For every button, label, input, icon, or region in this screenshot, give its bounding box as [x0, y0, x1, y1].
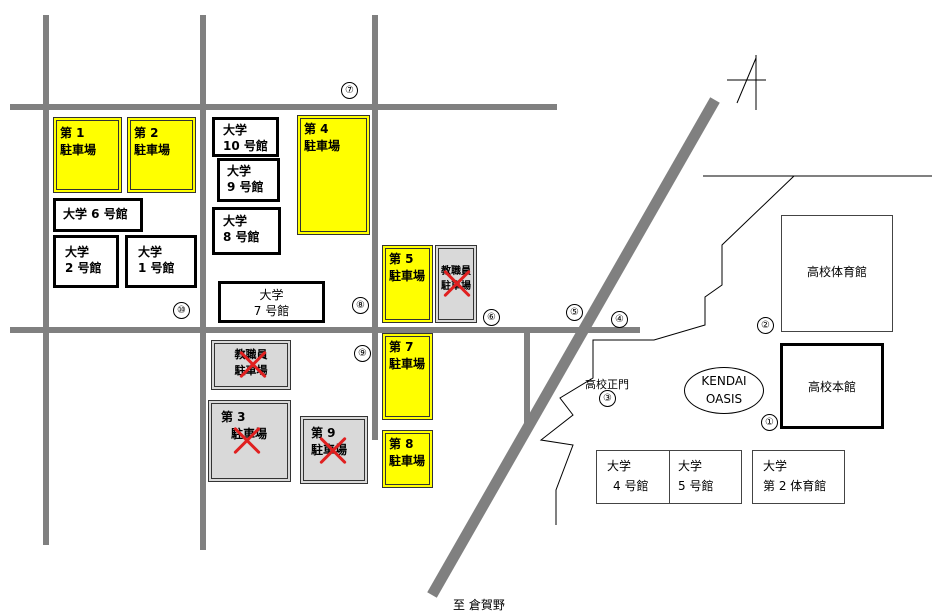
gym-2-line2: 第 2 体育館 — [763, 479, 827, 494]
parking-lot-2-label: 駐車場 — [134, 143, 171, 158]
parking-lot-5[interactable]: 第 5 駐車場 — [382, 245, 433, 323]
university-building-4[interactable]: 大学 4 号館 — [596, 450, 670, 504]
building-1-line1: 大学 — [138, 245, 163, 259]
high-school-main-label: 高校本館 — [807, 380, 856, 394]
parking-lot-7-label: 駐車場 — [389, 357, 426, 372]
staff-parking-west[interactable]: 教職員 駐車場 — [211, 340, 291, 390]
marker-10[interactable]: ⑩ — [173, 302, 190, 319]
marker-3[interactable]: ③ — [599, 390, 616, 407]
university-building-5[interactable]: 大学 5 号館 — [669, 450, 742, 504]
university-building-9[interactable]: 大学 9 号館 — [217, 158, 280, 202]
parking-lot-3-number: 第 3 — [221, 410, 246, 424]
parking-lot-7[interactable]: 第 7 駐車場 — [382, 333, 433, 420]
building-1-line2: 1 号館 — [138, 260, 175, 275]
marker-6[interactable]: ⑥ — [483, 309, 500, 326]
parking-lot-8-number: 第 8 — [389, 437, 414, 451]
parking-lot-9[interactable]: 第 9 駐車場 — [300, 416, 368, 484]
university-building-6[interactable]: 大学 6 号館 — [53, 198, 143, 232]
university-building-7[interactable]: 大学 7 号館 — [218, 281, 325, 323]
road-network — [10, 15, 720, 598]
building-4-line1: 大学 — [607, 459, 632, 473]
high-school-gym-label: 高校体育館 — [806, 265, 867, 279]
building-7-line2: 7 号館 — [253, 303, 290, 318]
parking-lot-9-number: 第 9 — [311, 426, 336, 440]
building-10-line2: 10 号館 — [223, 138, 268, 153]
parking-lot-3[interactable]: 第 3 駐車場 — [208, 400, 291, 482]
building-5-line2: 5 号館 — [678, 479, 714, 494]
high-school-gym[interactable]: 高校体育館 — [781, 215, 893, 332]
building-4-line2: 4 号館 — [613, 479, 649, 494]
marker-9[interactable]: ⑨ — [354, 345, 371, 362]
parking-lot-5-label: 駐車場 — [389, 269, 426, 284]
building-5-line1: 大学 — [678, 459, 703, 473]
oasis-line1: KENDAI — [701, 374, 747, 388]
building-9-line1: 大学 — [227, 164, 252, 178]
parking-lot-7-number: 第 7 — [389, 340, 414, 354]
parking-lot-8[interactable]: 第 8 駐車場 — [382, 430, 433, 488]
university-building-2[interactable]: 大学 2 号館 — [53, 235, 119, 288]
building-8-line1: 大学 — [223, 214, 248, 228]
building-2-line1: 大学 — [65, 245, 90, 259]
staff-parking-west-line2: 駐車場 — [234, 363, 268, 377]
parking-lot-4[interactable]: 第 4 駐車場 — [297, 115, 370, 235]
parking-lot-1-number: 第 1 — [60, 126, 85, 140]
building-8-line2: 8 号館 — [223, 229, 260, 244]
marker-1[interactable]: ① — [761, 414, 778, 431]
marker-8[interactable]: ⑧ — [352, 297, 369, 314]
marker-7[interactable]: ⑦ — [341, 82, 358, 99]
university-building-1[interactable]: 大学 1 号館 — [125, 235, 197, 288]
marker-4[interactable]: ④ — [611, 311, 628, 328]
high-school-gate-label: 高校正門 — [585, 378, 629, 391]
staff-parking-west-line1: 教職員 — [234, 348, 268, 361]
marker-5[interactable]: ⑤ — [566, 304, 583, 321]
building-7-line1: 大学 — [259, 288, 284, 302]
thin-lines — [539, 55, 932, 525]
marker-2[interactable]: ② — [757, 317, 774, 334]
parking-lot-1-label: 駐車場 — [60, 143, 97, 158]
parking-lot-9-label: 駐車場 — [311, 443, 348, 458]
staff-parking-east-line1: 教職員 — [441, 266, 471, 277]
university-building-10[interactable]: 大学 10 号館 — [212, 117, 279, 157]
kendai-oasis[interactable]: KENDAI OASIS — [684, 367, 764, 414]
oasis-line2: OASIS — [705, 392, 743, 406]
building-9-line2: 9 号館 — [227, 179, 264, 194]
parking-lot-3-label: 駐車場 — [231, 427, 268, 442]
gym-2-line1: 大学 — [763, 459, 788, 473]
parking-lot-2[interactable]: 第 2 駐車場 — [127, 117, 196, 193]
staff-parking-east[interactable]: 教職員 駐車場 — [435, 245, 477, 323]
parking-lot-4-number: 第 4 — [304, 122, 329, 136]
building-10-line1: 大学 — [223, 123, 248, 137]
university-building-8[interactable]: 大学 8 号館 — [212, 207, 281, 255]
staff-parking-east-line2: 駐車場 — [441, 280, 471, 292]
parking-lot-1[interactable]: 第 1 駐車場 — [53, 117, 122, 193]
building-6-label: 大学 6 号館 — [63, 207, 128, 221]
to-kuragano-label: 至 倉賀野 — [453, 598, 505, 612]
parking-lot-5-number: 第 5 — [389, 252, 414, 266]
high-school-main-building[interactable]: 高校本館 — [780, 343, 884, 429]
building-2-line2: 2 号館 — [65, 260, 102, 275]
parking-lot-2-number: 第 2 — [134, 126, 159, 140]
road-diagonal-main — [427, 97, 720, 598]
parking-lot-8-label: 駐車場 — [389, 454, 426, 469]
university-gym-2[interactable]: 大学 第 2 体育館 — [752, 450, 845, 504]
parking-lot-4-label: 駐車場 — [304, 139, 341, 154]
